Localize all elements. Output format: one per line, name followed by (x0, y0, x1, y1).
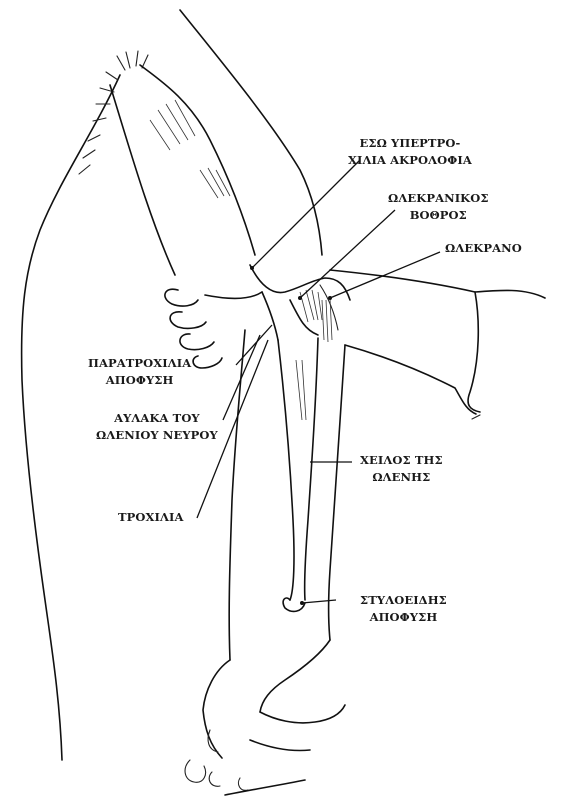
label-aylaka-oleniou-neyrou: ΑΥΛΑΚΑ ΤΟΥ ΩΛΕΝΙΟΥ ΝΕΥΡΟΥ (96, 410, 218, 444)
ulna-shaft-right (305, 338, 318, 600)
knuckle-4 (238, 778, 248, 790)
upper-arm-front (180, 10, 322, 255)
finger-4 (193, 356, 222, 368)
knuckle-1 (208, 730, 218, 752)
upper-arm-top (110, 85, 175, 275)
label-trochilia: ΤΡΟΧΙΛΙΑ (118, 509, 184, 526)
finger-1 (165, 289, 198, 306)
label-cheilos-olenis: ΧΕΙΛΟΣ ΤΗΣ ΩΛΕΝΗΣ (360, 452, 443, 486)
knuckle-2 (185, 760, 205, 782)
finger-2 (170, 312, 206, 329)
label-styloeidis-apofysi: ΣΤΥΛΟΕΙΔΗΣ ΑΠΟΦΥΣΗ (360, 592, 447, 626)
label-eso-ypertrochilia-akrolofia: ΕΣΩ ΥΠΕΡΤΡΟ- ΧΙΛΙΑ ΑΚΡΟΛΟΦΙΑ (348, 135, 472, 169)
finger-3 (180, 334, 214, 350)
label-paratrochilia-apofysi: ΠΑΡΑΤΡΟΧΙΛΙΑ ΑΠΟΦΥΣΗ (88, 355, 191, 389)
forearm-left-edge (229, 330, 245, 660)
upper-arm-back (140, 65, 255, 255)
hair-tuft (79, 51, 148, 174)
forearm-right-edge (329, 345, 346, 640)
label-olekrano: ΩΛΕΚΡΑΝΟ (445, 240, 522, 257)
wrist-contour (203, 660, 230, 758)
knuckle-3 (209, 772, 220, 786)
ulna-shaft-left (278, 340, 294, 600)
label-olekranikos-vothros: ΩΛΕΚΡΑΝΙΚΟΣ ΒΟΘΡΟΣ (388, 190, 489, 224)
